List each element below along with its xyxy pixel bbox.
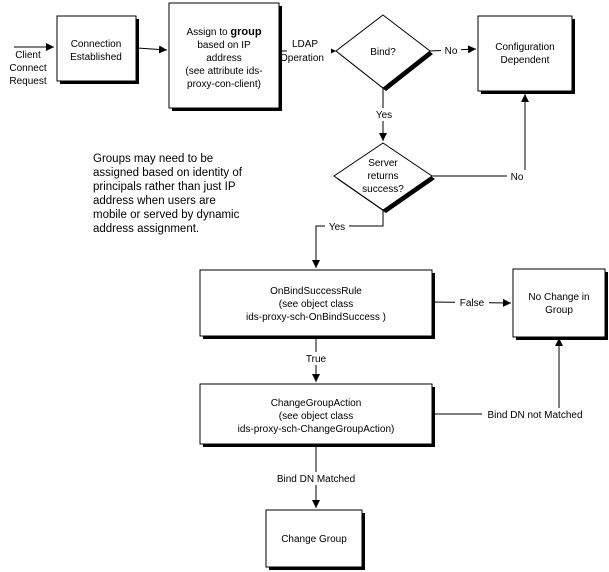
ldap-label-line1: LDAP xyxy=(292,39,318,50)
onbind-false-label: False xyxy=(460,298,485,309)
edge-labels: LDAP Operation No Yes No Yes False True … xyxy=(270,37,588,485)
bind-decision-diamond: Bind? xyxy=(335,14,433,91)
bind-yes-label: Yes xyxy=(376,110,392,121)
node-line: (see object class xyxy=(279,411,353,422)
note-line: Groups may need to be xyxy=(93,153,213,165)
connection-established-box: Connection Established xyxy=(56,15,139,84)
node-line: Configuration xyxy=(495,42,554,53)
onbind-true-label: True xyxy=(306,354,327,365)
note-line: address assignment. xyxy=(93,223,199,235)
matched-label: Bind DN Matched xyxy=(277,474,355,485)
change-group-action-box: ChangeGroupAction (see object class ids-… xyxy=(199,383,435,447)
node-line: Group xyxy=(545,305,573,316)
no-change-group-box: No Change in Group xyxy=(512,268,608,340)
node-line: Bind? xyxy=(370,47,396,58)
node-line: ids-proxy-sch-ChangeGroupAction) xyxy=(238,424,395,435)
node-line: OnBindSuccessRule xyxy=(270,286,362,297)
node-line: Established xyxy=(70,52,122,63)
node-line: ids-proxy-sch-OnBindSuccess ) xyxy=(246,312,386,323)
groups-note: Groups may need to be assigned based on … xyxy=(93,153,243,235)
node-line: returns xyxy=(367,171,398,182)
assign-title-prefix: Assign to xyxy=(186,27,230,38)
assign-group-box: Assign to group based on IP address (see… xyxy=(168,2,282,111)
change-group-box: Change Group xyxy=(265,509,365,570)
note-line: assigned based on identity of xyxy=(93,167,243,179)
assign-title-bold: group xyxy=(230,26,261,38)
input-line: Client xyxy=(15,50,41,61)
note-line: principals rather than just IP xyxy=(93,181,236,193)
arrow-not-matched xyxy=(433,338,563,415)
server-yes-label: Yes xyxy=(329,222,345,233)
note-line: mobile or served by dynamic xyxy=(93,209,240,221)
node-line: ChangeGroupAction xyxy=(271,398,362,409)
bind-no-label: No xyxy=(445,46,458,57)
node-line: No Change in xyxy=(528,292,589,303)
not-matched-label: Bind DN not Matched xyxy=(487,410,582,421)
configuration-dependent-box: Configuration Dependent xyxy=(477,15,575,94)
assign-title: Assign to group xyxy=(186,26,261,38)
node-line: (see attribute ids- xyxy=(185,66,262,77)
node-line: Connection xyxy=(71,39,122,50)
node-line: Change Group xyxy=(281,534,347,545)
node-line: success? xyxy=(362,184,404,195)
node-line: Dependent xyxy=(501,55,550,66)
node-line: based on IP xyxy=(197,40,251,51)
input-line: Connect xyxy=(9,63,46,74)
arrow-server-yes xyxy=(312,210,384,268)
onbind-success-rule-box: OnBindSuccessRule (see object class ids-… xyxy=(199,269,435,339)
input-line: Request xyxy=(9,76,46,87)
ldap-label-line2: Operation xyxy=(280,53,324,64)
server-no-label: No xyxy=(511,172,524,183)
node-line: address xyxy=(206,53,242,64)
client-connect-request: Client Connect Request xyxy=(9,50,46,87)
node-line: (see object class xyxy=(279,299,353,310)
node-line: proxy-con-client) xyxy=(187,79,261,90)
node-line: Server xyxy=(368,158,398,169)
note-line: address when users are xyxy=(93,195,216,207)
server-success-decision-diamond: Server returns success? xyxy=(333,142,435,213)
arrow-server-no xyxy=(432,94,529,177)
arrow-connection-to-assign xyxy=(136,45,168,54)
